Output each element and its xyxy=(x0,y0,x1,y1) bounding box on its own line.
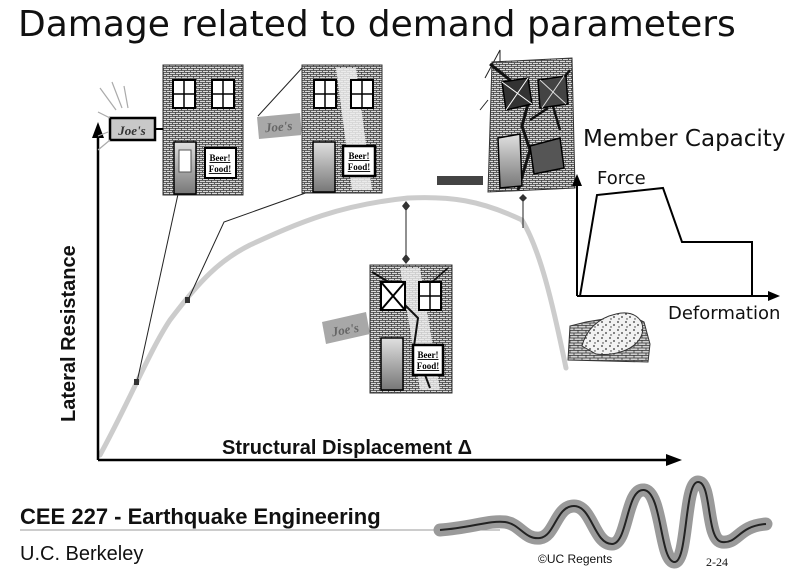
joes-sign-moderate: Joe's xyxy=(329,320,360,340)
slide-number: 2-24 xyxy=(706,555,728,569)
y-axis-label: Lateral Resistance xyxy=(58,245,80,422)
footer-seismogram-graphic xyxy=(20,475,773,569)
university-name: U.C. Berkeley xyxy=(20,543,144,565)
beer-food-sign-1-line1: Beer! xyxy=(210,153,231,163)
copyright-notice: ©UC Regents xyxy=(538,552,613,566)
beer-food-sign-1-line2: Food! xyxy=(209,164,232,174)
curve-markers xyxy=(134,194,527,385)
slide-title: Damage related to demand parameters xyxy=(18,4,736,45)
building-slight-damage xyxy=(257,64,383,194)
beer-food-sign-2-line1: Beer! xyxy=(349,151,370,161)
beer-food-sign-3-line2: Food! xyxy=(417,361,440,371)
joes-sign-slight: Joe's xyxy=(263,118,293,135)
member-capacity-title: Member Capacity xyxy=(583,126,786,152)
pushover-curve xyxy=(97,195,569,458)
joes-sign-undamaged: Joe's xyxy=(117,123,145,138)
force-axis-label: Force xyxy=(597,168,646,189)
beer-food-sign-2-line2: Food! xyxy=(348,162,371,172)
building-moderate-damage xyxy=(322,264,453,394)
leader-lines xyxy=(136,184,524,383)
rubble-collapsed xyxy=(567,312,651,363)
x-axis-label: Structural Displacement Δ xyxy=(222,437,472,459)
member-capacity-plot xyxy=(572,174,780,301)
main-axes xyxy=(92,122,682,466)
beer-food-sign-3-line1: Beer! xyxy=(418,350,439,360)
deformation-axis-label: Deformation xyxy=(668,303,781,324)
course-title: CEE 227 - Earthquake Engineering xyxy=(20,504,381,529)
building-heavy-damage xyxy=(437,49,576,193)
building-undamaged xyxy=(97,64,244,196)
